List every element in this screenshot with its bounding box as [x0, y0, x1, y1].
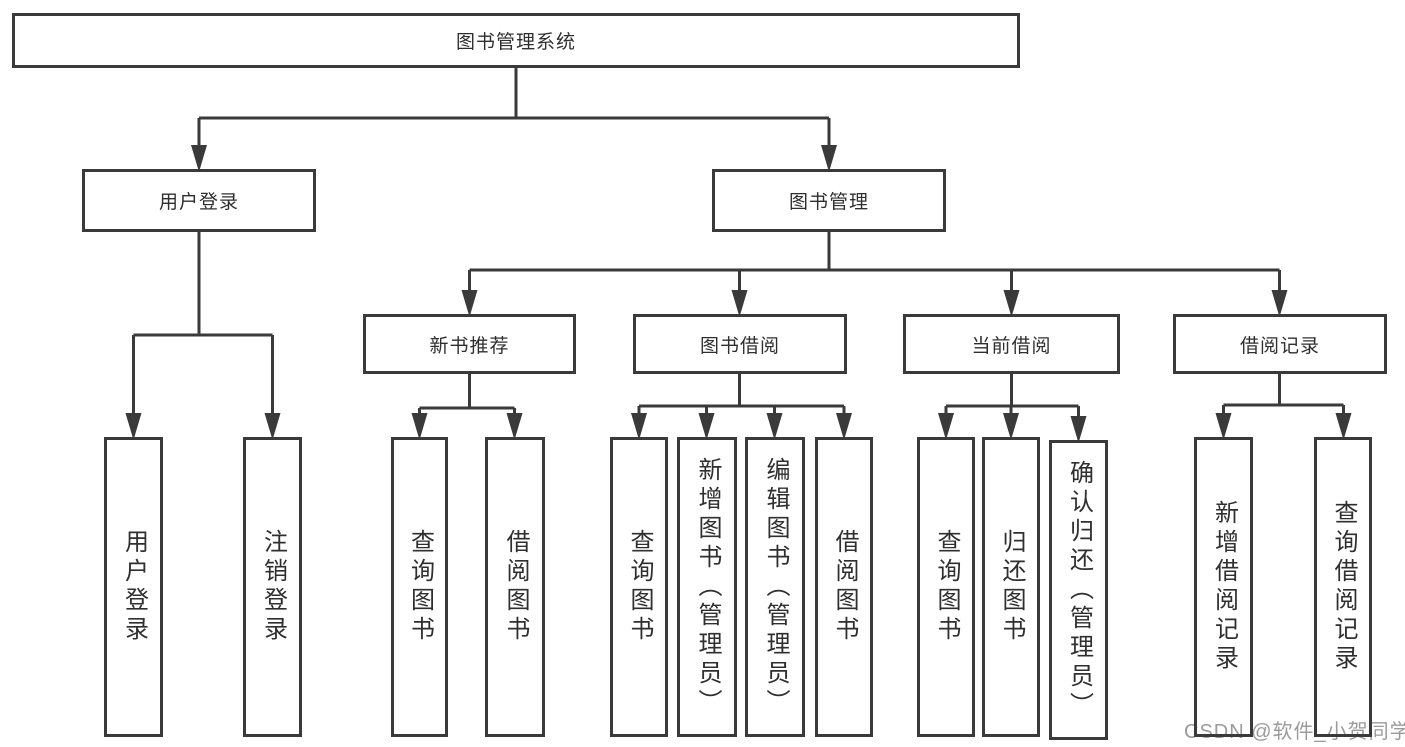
leaf-confirm-return-admin: 确认归还（管理员） [1049, 440, 1108, 740]
arrowhead [191, 145, 207, 172]
arrowhead [1003, 413, 1019, 440]
node-root-label: 图书管理系统 [455, 32, 576, 53]
node-user-login-branch: 用户登录 [82, 169, 316, 232]
leaf-query-books-recommend-label: 查询图书 [406, 529, 434, 645]
arrowhead [836, 413, 852, 440]
node-book-management-branch: 图书管理 [712, 169, 946, 232]
leaf-query-borrow-record-label: 查询借阅记录 [1330, 500, 1357, 674]
arrowhead [698, 413, 715, 440]
node-book-borrow: 图书借阅 [633, 314, 847, 374]
connector-borrow-records-to-children [1222, 373, 1345, 418]
leaf-query-books-current-label: 查询图书 [933, 529, 960, 645]
arrowhead [411, 413, 428, 440]
leaf-borrow-books-label: 借阅图书 [831, 529, 858, 645]
leaf-add-borrow-record-label: 新增借阅记录 [1210, 500, 1238, 674]
node-current-borrow-label: 当前借阅 [971, 335, 1052, 357]
leaf-add-book-admin-label: 新增图书（管理员） [694, 456, 721, 718]
leaf-borrow-books-recommend: 借阅图书 [485, 437, 545, 737]
leaf-query-books-current: 查询图书 [917, 437, 975, 737]
arrowhead [264, 413, 281, 440]
leaf-user-login-label: 用户登录 [120, 529, 148, 645]
connector-book-management-to-level3 [468, 232, 1281, 295]
connector-user-login-to-children [132, 232, 274, 418]
node-user-login-branch-label: 用户登录 [158, 192, 239, 213]
leaf-return-books-label: 归还图书 [998, 529, 1025, 645]
connector-book-borrow-to-children [637, 373, 846, 418]
arrowhead [1215, 413, 1232, 440]
arrowhead [631, 413, 647, 440]
leaf-add-borrow-record: 新增借阅记录 [1194, 437, 1253, 737]
leaf-query-books-recommend: 查询图书 [391, 437, 448, 737]
arrowhead [1271, 290, 1288, 317]
leaf-return-books: 归还图书 [982, 437, 1040, 737]
connector-current-borrow-to-children [944, 373, 1080, 421]
arrowhead [1003, 290, 1020, 317]
arrowhead [125, 413, 142, 440]
leaf-query-borrow-record: 查询借阅记录 [1314, 437, 1372, 737]
leaf-logout-label: 注销登录 [259, 529, 287, 645]
leaf-borrow-books: 借阅图书 [815, 437, 873, 737]
arrowhead [938, 413, 954, 440]
node-new-book-recommend-label: 新书推荐 [429, 335, 510, 357]
leaf-add-book-admin: 新增图书（管理员） [677, 437, 737, 737]
node-new-book-recommend: 新书推荐 [363, 314, 576, 374]
leaf-edit-book-admin-label: 编辑图书（管理员） [762, 456, 789, 718]
leaf-query-books-borrow-label: 查询图书 [626, 529, 653, 645]
node-borrow-records-label: 借阅记录 [1239, 335, 1320, 357]
connector-new-book-to-children [418, 373, 516, 418]
connector-root-to-level2 [197, 68, 831, 150]
arrowhead [821, 145, 837, 172]
leaf-logout: 注销登录 [243, 437, 302, 737]
leaf-edit-book-admin: 编辑图书（管理员） [745, 437, 805, 737]
arrowhead [1335, 413, 1352, 440]
node-current-borrow: 当前借阅 [903, 314, 1120, 374]
arrowhead [731, 290, 748, 317]
leaf-borrow-books-recommend-label: 借阅图书 [502, 529, 529, 645]
watermark: CSDN @软件_小贺同学 [1184, 721, 1405, 743]
arrowhead [506, 413, 523, 440]
leaf-confirm-return-admin-label: 确认归还（管理员） [1065, 459, 1093, 721]
leaf-query-books-borrow: 查询图书 [610, 437, 668, 737]
arrowhead [766, 413, 783, 440]
node-book-borrow-label: 图书借阅 [699, 335, 780, 357]
node-root: 图书管理系统 [12, 13, 1020, 68]
node-borrow-records: 借阅记录 [1173, 314, 1387, 374]
arrowhead [1070, 416, 1087, 443]
node-book-management-branch-label: 图书管理 [788, 192, 869, 213]
arrowhead [461, 290, 478, 317]
leaf-user-login: 用户登录 [104, 437, 163, 737]
